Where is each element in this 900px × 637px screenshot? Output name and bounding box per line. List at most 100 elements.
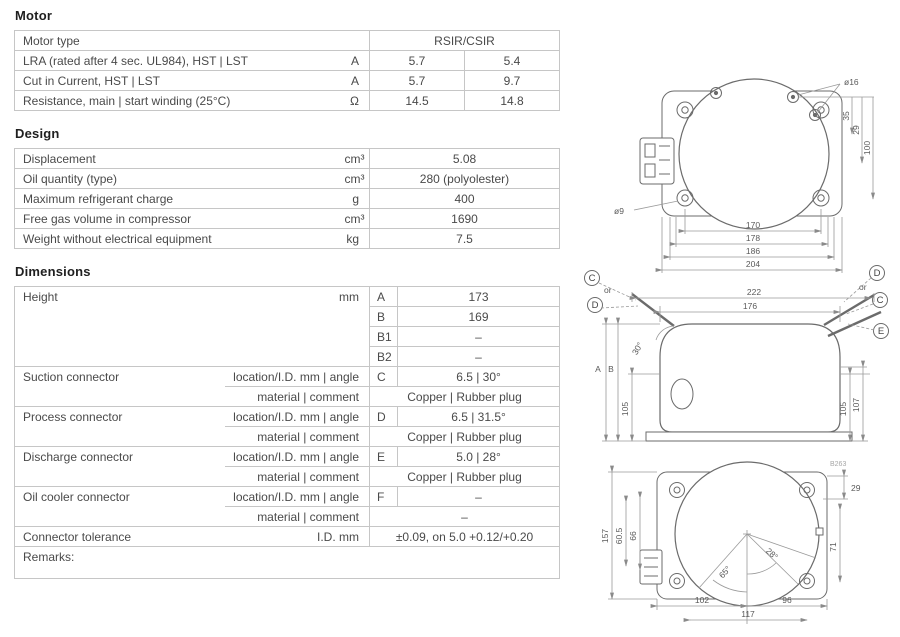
spec-unit: kg (336, 228, 370, 249)
spec-label: Oil quantity (type) (14, 168, 337, 189)
spec-unit: g (336, 188, 370, 209)
table-row: Remarks: (14, 546, 560, 579)
callout-letter-d: D (592, 300, 599, 311)
dim-label: Process connector (14, 406, 225, 447)
table-row: Connector tolerance I.D. mm ±0.09, on 5.… (14, 526, 560, 547)
table-row: material | comment Copper | Rubber plug (15, 466, 560, 487)
spec-value: 1690 (369, 208, 560, 229)
table-row: Process connector location/I.D. mm | ang… (14, 406, 560, 447)
dim-letter: E (369, 446, 398, 467)
section-title-motor: Motor (15, 8, 53, 23)
dim-label-60-5: 60.5 (614, 527, 624, 544)
discharge-tube (827, 310, 882, 338)
or-label: or (859, 282, 867, 292)
spec-label: Weight without electrical equipment (14, 228, 337, 249)
spec-label: Resistance, main | start winding (25°C) (14, 90, 337, 111)
motor-table: Motor type RSIR/CSIR LRA (rated after 4 … (13, 30, 561, 111)
dim-sublabel: location/I.D. mm | angle (224, 366, 370, 387)
terminal-box (639, 137, 675, 185)
callout-letter-e: E (878, 326, 884, 337)
top-view-drawing: ø16 ø9 170 178 186 204 35 29 100 (614, 77, 875, 273)
spec-label: LRA (rated after 4 sec. UL984), HST | LS… (14, 50, 337, 71)
dim-label-71: 71 (828, 542, 838, 552)
bottom-view-drawing: B263 157 60.5 66 102 96 117 29 71 28° 65… (600, 461, 861, 624)
spec-unit: A (336, 50, 371, 71)
dim-sublabel: material | comment (224, 466, 370, 487)
dim-label-105-left: 105 (620, 402, 630, 416)
spec-label: Maximum refrigerant charge (14, 188, 337, 209)
table-row: material | comment Copper | Rubber plug (15, 386, 560, 407)
table-row: Displacement cm³ 5.08 (14, 148, 560, 169)
dim-value: – (369, 506, 560, 527)
callout-letter-c2: C (877, 295, 884, 306)
dim-label-a: A (595, 364, 601, 374)
dim-value: – (397, 346, 560, 367)
terminal-box-bottom (639, 549, 663, 585)
spec-value: 400 (369, 188, 560, 209)
mounting-grommets (669, 482, 815, 589)
dim-value: – (397, 326, 560, 347)
dim-label-107: 107 (851, 398, 861, 412)
spec-value: 5.7 (369, 50, 466, 71)
callout-letter-c: C (589, 273, 596, 284)
dimension-lines (633, 83, 875, 273)
spec-unit: Ω (336, 90, 371, 111)
remarks-cell: Remarks: (14, 546, 560, 579)
dim-label-178: 178 (746, 233, 760, 243)
dimension-lines (602, 292, 875, 442)
dim-label: Oil cooler connector (14, 486, 225, 527)
table-row: Height mm A 173 (14, 286, 560, 367)
dim-sublabel: location/I.D. mm | angle (224, 486, 370, 507)
dim-letter: A (369, 286, 398, 307)
dim-letter: C (369, 366, 398, 387)
spec-value: RSIR/CSIR (369, 30, 561, 51)
ref-code: B263 (830, 461, 846, 468)
dim-sublabel: location/I.D. mm | angle (224, 406, 370, 427)
table-row: Cut in Current, HST | LST A 5.7 9.7 (14, 70, 561, 91)
dim-letter: F (369, 486, 398, 507)
dim-label: Discharge connector (14, 446, 225, 487)
spec-unit: cm³ (336, 148, 370, 169)
spec-unit: A (336, 70, 371, 91)
spec-value: 14.5 (369, 90, 466, 111)
table-row: Discharge connector location/I.D. mm | a… (14, 446, 560, 487)
suction-tube (631, 293, 675, 327)
spec-value: 5.08 (369, 148, 560, 169)
dim-label: Suction connector (14, 366, 225, 407)
dim-label-222: 222 (747, 287, 761, 297)
dim-value: 5.0 | 28° (397, 446, 560, 467)
table-row: Resistance, main | start winding (25°C) … (14, 90, 561, 111)
callout-leaders (598, 277, 875, 331)
dim-sublabel: material | comment (224, 386, 370, 407)
table-row: Maximum refrigerant charge g 400 (14, 188, 560, 209)
dimension-lines (608, 465, 848, 624)
process-tube (823, 293, 875, 327)
callout-letter-d2: D (874, 268, 881, 279)
dim-label-29: 29 (851, 483, 861, 493)
spec-label: Motor type (13, 30, 370, 51)
dim-letter: B1 (369, 326, 398, 347)
compressor-shell (678, 78, 830, 230)
spec-label: Free gas volume in compressor (14, 208, 337, 229)
dim-label-186: 186 (746, 246, 760, 256)
connector-callouts (584, 265, 889, 339)
table-row: Oil cooler connector location/I.D. mm | … (14, 486, 560, 527)
dim-letter: B (369, 306, 398, 327)
dim-label-100: 100 (862, 141, 872, 155)
section-title-design: Design (15, 126, 60, 141)
dim-unit: mm (224, 286, 370, 367)
dim-sublabel: material | comment (224, 506, 370, 527)
dim-sublabel: I.D. mm (224, 526, 370, 547)
spec-value: 14.8 (464, 90, 561, 111)
dim-label-117: 117 (741, 609, 755, 619)
angle-construction-lines (698, 530, 817, 614)
dim-letter: B2 (369, 346, 398, 367)
compressor-shell-side (659, 323, 841, 433)
spec-value: 5.7 (369, 70, 466, 91)
dim-value: 6.5 | 31.5° (397, 406, 560, 427)
mounting-grommets (676, 101, 830, 207)
spec-unit: cm³ (336, 208, 370, 229)
dim-value: Copper | Rubber plug (369, 466, 560, 487)
dim-label-102: 102 (695, 595, 709, 605)
